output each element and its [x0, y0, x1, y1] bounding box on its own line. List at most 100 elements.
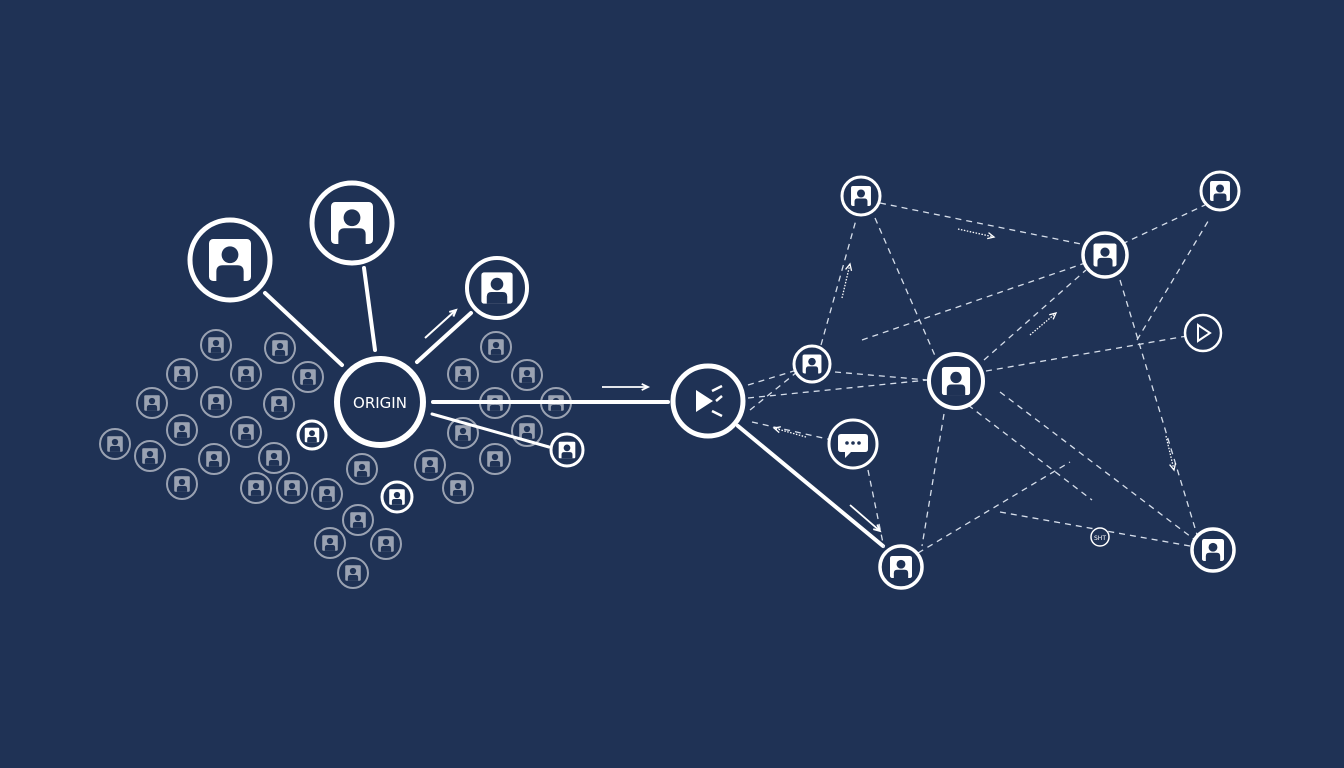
person-icon	[851, 186, 871, 206]
person-icon	[941, 366, 971, 396]
solid-edge	[362, 266, 377, 352]
person-icon	[331, 202, 373, 244]
person-icon	[284, 480, 300, 496]
crowd-person-icon	[200, 386, 232, 418]
dashed-edge	[967, 404, 1093, 501]
crowd-person-icon	[447, 358, 479, 390]
relay-node	[670, 363, 746, 439]
person-icon	[422, 457, 438, 473]
dashed-edge	[985, 335, 1188, 372]
crowd-person-icon	[311, 478, 343, 510]
crowd-person-icon	[230, 358, 262, 390]
user-node	[187, 217, 273, 303]
person-icon	[300, 369, 316, 385]
crowd-person-icon	[258, 442, 290, 474]
crowd-person-icon	[346, 453, 378, 485]
dashed-edge	[1121, 204, 1206, 245]
chat-bubble-icon	[838, 434, 868, 458]
dashed-edge	[867, 469, 885, 549]
arrow-icon	[424, 308, 458, 339]
arrow-icon	[1165, 435, 1177, 472]
person-icon	[174, 422, 190, 438]
dashed-edge	[874, 217, 937, 359]
solid-edge	[415, 311, 473, 364]
solid-edge	[430, 412, 551, 449]
arrow-icon	[841, 262, 853, 299]
small-badge: SHT	[1090, 527, 1110, 547]
crowd-person-icon	[136, 387, 168, 419]
crowd-person-icon	[414, 449, 446, 481]
crowd-person-icon	[166, 468, 198, 500]
dashed-edge	[834, 371, 929, 381]
user-node	[296, 419, 328, 451]
person-icon	[488, 339, 504, 355]
crowd-person-icon	[276, 472, 308, 504]
play-share-icon	[696, 384, 723, 418]
user-node	[1081, 231, 1129, 279]
crowd-person-icon	[166, 358, 198, 390]
person-icon	[208, 337, 224, 353]
crowd-person-icon	[337, 557, 369, 589]
solid-edge	[263, 291, 344, 367]
origin-node: ORIGIN	[334, 356, 426, 448]
person-icon	[144, 395, 160, 411]
arrow-icon	[1029, 312, 1058, 336]
dashed-edge	[820, 219, 857, 346]
crowd-person-icon	[240, 472, 272, 504]
crowd-person-icon	[342, 504, 374, 536]
person-icon	[322, 535, 338, 551]
crowd-person-icon	[479, 443, 511, 475]
dashed-edge	[921, 413, 945, 547]
user-node	[549, 432, 585, 468]
small-badge-label: SHT	[1094, 535, 1106, 542]
person-icon	[481, 272, 513, 304]
person-icon	[271, 396, 287, 412]
crowd-person-icon	[442, 472, 474, 504]
person-icon	[345, 565, 361, 581]
person-icon	[208, 394, 224, 410]
person-icon	[802, 354, 822, 374]
user-node	[792, 344, 832, 384]
person-icon	[1210, 181, 1230, 201]
person-icon	[272, 340, 288, 356]
person-icon	[319, 486, 335, 502]
arrow-icon	[772, 426, 807, 438]
person-icon	[389, 489, 405, 505]
crowd-person-icon	[370, 528, 402, 560]
crowd-person-icon	[230, 416, 262, 448]
dashed-edge	[999, 391, 1196, 541]
connection-lines	[263, 202, 1211, 554]
person-icon	[107, 436, 123, 452]
person-icon	[238, 366, 254, 382]
user-node	[878, 544, 924, 590]
person-icon	[238, 424, 254, 440]
person-icon	[174, 366, 190, 382]
dashed-edge	[747, 369, 798, 386]
person-icon	[1201, 538, 1225, 562]
dashed-edge	[1119, 279, 1199, 539]
arrow-icon	[957, 228, 996, 240]
person-icon	[889, 555, 913, 579]
crowd-person-icon	[263, 388, 295, 420]
person-icon	[354, 461, 370, 477]
dashed-edge	[1136, 217, 1211, 341]
dashed-edge	[917, 461, 1071, 554]
user-node	[380, 480, 414, 514]
user-node	[1190, 527, 1236, 573]
arrow-icon	[849, 504, 882, 533]
person-icon	[266, 450, 282, 466]
person-icon	[487, 451, 503, 467]
person-icon	[174, 476, 190, 492]
person-icon	[558, 441, 576, 459]
person-icon	[455, 425, 471, 441]
person-icon	[378, 536, 394, 552]
crowd-person-icon	[198, 443, 230, 475]
play-icon	[1197, 323, 1212, 343]
crowd-person-icon	[314, 527, 346, 559]
play-node	[1183, 313, 1223, 353]
crowd-person-icon	[200, 329, 232, 361]
person-icon	[304, 427, 320, 443]
person-icon	[455, 366, 471, 382]
crowd-person-icon	[264, 332, 296, 364]
